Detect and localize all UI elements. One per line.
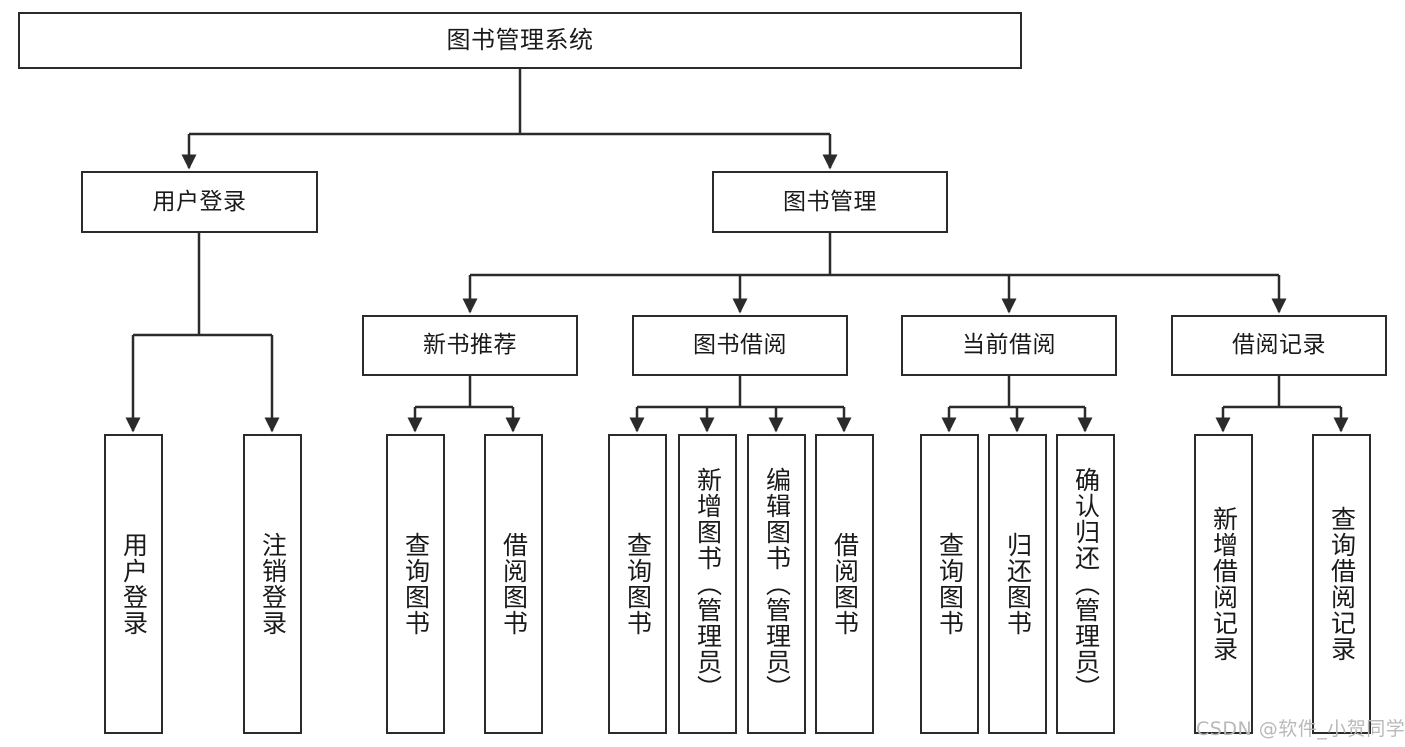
leaf-query-book-current[interactable]: 查询图书 — [920, 434, 979, 734]
leaf-return-book[interactable]: 归还图书 — [988, 434, 1047, 734]
node-book-management[interactable]: 图书管理 — [712, 171, 948, 233]
node-user-login[interactable]: 用户登录 — [81, 171, 318, 233]
node-borrow-record[interactable]: 借阅记录 — [1171, 315, 1387, 376]
leaf-confirm-return-admin-label: 确认归还（管理员） — [1071, 467, 1101, 701]
node-root-system[interactable]: 图书管理系统 — [18, 12, 1022, 69]
leaf-user-login[interactable]: 用户登录 — [104, 434, 163, 734]
leaf-confirm-return-admin[interactable]: 确认归还（管理员） — [1056, 434, 1115, 734]
leaf-borrow-book[interactable]: 借阅图书 — [815, 434, 874, 734]
leaf-query-book-borrow[interactable]: 查询图书 — [608, 434, 667, 734]
leaf-query-book-newbook-label: 查询图书 — [401, 532, 431, 636]
leaf-user-login-label: 用户登录 — [119, 532, 149, 636]
leaf-borrow-book-label: 借阅图书 — [830, 532, 860, 636]
leaf-add-borrow-record[interactable]: 新增借阅记录 — [1194, 434, 1253, 734]
leaf-borrow-book-newbook-label: 借阅图书 — [499, 532, 529, 636]
leaf-query-borrow-record-label: 查询借阅记录 — [1327, 506, 1357, 662]
node-user-login-label: 用户登录 — [152, 188, 247, 215]
node-borrow-record-label: 借阅记录 — [1232, 332, 1326, 359]
node-book-borrow-label: 图书借阅 — [693, 332, 787, 359]
leaf-edit-book-admin-label: 编辑图书（管理员） — [762, 467, 792, 701]
leaf-logout-login-label: 注销登录 — [258, 532, 288, 636]
leaf-query-book-current-label: 查询图书 — [935, 532, 965, 636]
node-current-borrow[interactable]: 当前借阅 — [901, 315, 1117, 376]
leaf-edit-book-admin[interactable]: 编辑图书（管理员） — [747, 434, 806, 734]
leaf-return-book-label: 归还图书 — [1003, 532, 1033, 636]
leaf-query-borrow-record[interactable]: 查询借阅记录 — [1312, 434, 1371, 734]
leaf-add-borrow-record-label: 新增借阅记录 — [1209, 506, 1239, 662]
leaf-borrow-book-newbook[interactable]: 借阅图书 — [484, 434, 543, 734]
node-root-system-label: 图书管理系统 — [446, 25, 594, 54]
node-new-book-recommend-label: 新书推荐 — [423, 332, 517, 359]
node-new-book-recommend[interactable]: 新书推荐 — [362, 315, 578, 376]
node-book-management-label: 图书管理 — [783, 188, 877, 215]
node-book-borrow[interactable]: 图书借阅 — [632, 315, 848, 376]
leaf-query-book-newbook[interactable]: 查询图书 — [386, 434, 445, 734]
node-current-borrow-label: 当前借阅 — [962, 332, 1056, 359]
csdn-watermark: CSDN @软件_小贺同学 — [1196, 718, 1405, 740]
leaf-add-book-admin[interactable]: 新增图书（管理员） — [678, 434, 737, 734]
leaf-logout-login[interactable]: 注销登录 — [243, 434, 302, 734]
leaf-add-book-admin-label: 新增图书（管理员） — [693, 467, 723, 701]
leaf-query-book-borrow-label: 查询图书 — [623, 532, 653, 636]
